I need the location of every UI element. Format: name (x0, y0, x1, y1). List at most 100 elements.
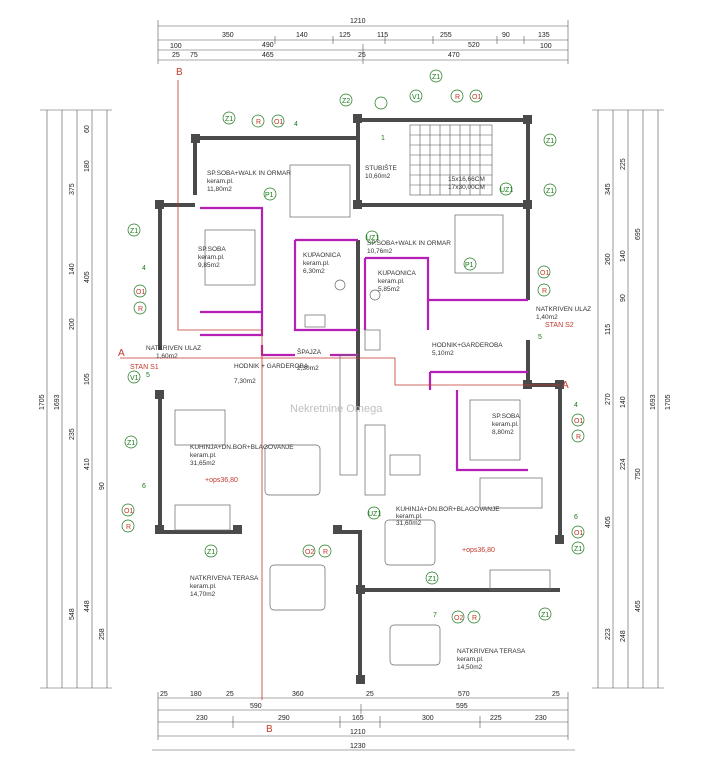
bot-dim-1230: 1230 (350, 743, 366, 750)
tag-z1-e: Z1 (130, 228, 138, 235)
room-5-area: 10,76m2 (367, 248, 393, 255)
room-7-name: NATKRIVEN ULAZ (536, 306, 591, 313)
room-14-area: 31,60m2 (396, 520, 422, 527)
bot-dim-25-b: 25 (226, 691, 234, 698)
left-dim-448: 448 (84, 600, 91, 612)
top-dim-125: 125 (339, 32, 351, 39)
right-dim-248: 248 (620, 630, 627, 642)
tag-r-d: R (542, 288, 547, 295)
tag-1-a: 1 (381, 135, 385, 142)
bot-dim-570: 570 (458, 691, 470, 698)
right-dim-224: 224 (620, 458, 627, 470)
top-dim-25-a: 25 (172, 52, 180, 59)
top-dim-100-left: 100 (170, 43, 182, 50)
top-dim-100-right: 100 (540, 43, 552, 50)
room-15-name: NATKRIVENA TERASA (190, 575, 259, 582)
right-dim-345: 345 (605, 183, 612, 195)
wall-columns (155, 114, 564, 684)
top-dim-520: 520 (468, 42, 480, 49)
top-dimension-lines (157, 20, 569, 64)
left-dimension-lines (40, 109, 112, 689)
bot-dim-360: 360 (292, 691, 304, 698)
right-dim-405: 405 (605, 516, 612, 528)
right-dim-140: 140 (620, 250, 627, 262)
right-dim-225: 225 (620, 158, 627, 170)
top-dim-470: 470 (448, 52, 460, 59)
room-3-sub: keram.pl. (303, 260, 330, 267)
room-labels: SP.SOBA+WALK IN ORMAR keram.pl. 11,80m2 … (146, 163, 591, 671)
left-dim-105: 105 (84, 373, 91, 385)
top-dim-350: 350 (222, 32, 234, 39)
room-4-name: STUBIŠTE (365, 163, 397, 172)
stairs-spec-2: 17x30,00CM (448, 184, 485, 191)
right-dim-223: 223 (605, 628, 612, 640)
room-13-sub: keram.pl. (190, 452, 217, 459)
room-6-name: KUPAONICA (378, 270, 416, 277)
room-9-area: 8,80m2 (492, 429, 514, 436)
tag-v1-a: V1 (412, 94, 421, 101)
bot-dim-1210: 1210 (350, 729, 366, 736)
top-dim-75: 75 (190, 52, 198, 59)
room-7-area: 1,40m2 (536, 314, 558, 321)
room-11-area: 7,30m2 (234, 378, 256, 385)
room-8-name: HODNIK+GARDEROBA (432, 342, 503, 349)
tag-z1-c: Z1 (546, 138, 554, 145)
tag-o1-d: O1 (540, 270, 549, 277)
room-6-sub: keram.pl. (378, 278, 405, 285)
tag-o1-a: O1 (274, 119, 283, 126)
room-10-area: 1,60m2 (156, 353, 178, 360)
bot-dim-290: 290 (278, 715, 290, 722)
bot-dim-25-a: 25 (160, 691, 168, 698)
left-dim-1693: 1693 (54, 394, 61, 410)
tag-3-c: 4 (574, 402, 578, 409)
tag-r-g: R (323, 549, 328, 556)
section-b-bottom-label: B (266, 724, 273, 735)
room-12-area: 2,30m2 (297, 365, 319, 372)
tag-z1-d: Z1 (546, 188, 554, 195)
section-a-right-label: A (562, 380, 569, 391)
right-dim-260: 260 (605, 253, 612, 265)
top-dim-465: 465 (262, 52, 274, 59)
tag-4-a: 5 (538, 334, 542, 341)
room-9-sub: keram.pl. (492, 421, 519, 428)
left-dim-548: 548 (69, 608, 76, 620)
watermark: Nekretnine Omega (290, 403, 383, 415)
tag-z1-f: Z1 (127, 440, 135, 447)
room-9-name: SP.SOBA (492, 413, 520, 420)
right-dim-115: 115 (605, 324, 612, 335)
room-16-name: NATKRIVENA TERASA (457, 648, 526, 655)
right-dim-270: 270 (605, 393, 612, 405)
tag-r-h: R (472, 615, 477, 622)
bottom-dimension-lines (152, 692, 575, 751)
right-dim-695: 695 (635, 228, 642, 240)
tag-o1-b: O1 (472, 94, 481, 101)
tag-3-a: 4 (294, 121, 298, 128)
tag-r-a: R (256, 119, 261, 126)
tag-r-b: R (455, 94, 460, 101)
bot-dim-165: 165 (352, 715, 364, 722)
tag-z1-h: Z1 (207, 549, 215, 556)
stan-s2-label: STAN S2 (545, 322, 574, 329)
room-15-sub: keram.pl. (190, 583, 217, 590)
room-16-area: 14,50m2 (457, 664, 483, 671)
tag-z2-a: Z2 (342, 98, 350, 105)
tag-4-b: 5 (146, 372, 150, 379)
right-dim-140b: 140 (620, 396, 627, 408)
room-13-name: KUHINJA+DN.BOR+BLAGOVANJE (190, 444, 294, 451)
staircase (409, 124, 493, 196)
tag-o2-b: O2 (454, 615, 463, 622)
tag-labels: Z1 R O1 Z2 V1 Z1 R O1 Z1 Z1 UZ1 Z1 O1 R … (124, 74, 583, 622)
top-dim-115: 115 (377, 32, 388, 39)
room-10-name: NATKRIVEN ULAZ (146, 345, 201, 352)
room-2-sub: keram.pl. (198, 254, 225, 261)
room-15-area: 14,70m2 (190, 591, 216, 598)
tag-r-c: R (138, 306, 143, 313)
tag-uz1-c: UZ1 (368, 511, 381, 518)
bot-dim-180: 180 (190, 691, 202, 698)
room-8-area: 5,10m2 (432, 350, 454, 357)
right-dim-90: 90 (620, 294, 627, 302)
tag-z1-a: Z1 (225, 116, 233, 123)
bot-dim-230-b: 230 (535, 715, 547, 722)
bot-dim-225: 225 (490, 715, 502, 722)
section-lines (120, 80, 560, 700)
